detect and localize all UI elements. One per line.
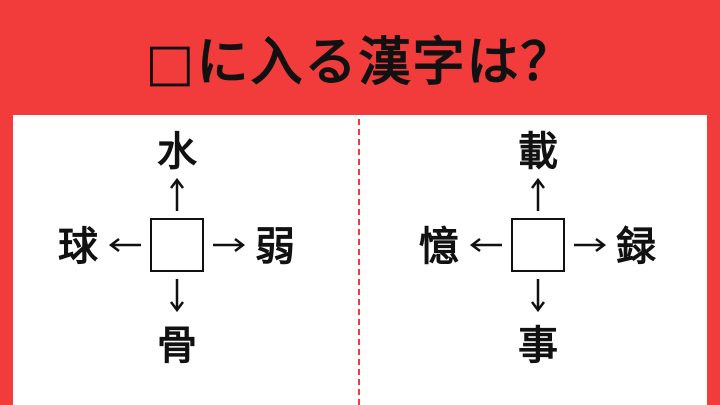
arrow-down-icon	[531, 279, 545, 313]
arrow-right-icon	[213, 238, 245, 252]
puzzle-1: 水 球 弱 骨	[13, 115, 358, 405]
kanji-top: 載	[518, 129, 558, 175]
kanji-right: 録	[616, 224, 656, 270]
arrow-up-icon	[531, 177, 545, 211]
kanji-bottom: 骨	[157, 323, 197, 369]
arrow-right-icon	[574, 238, 606, 252]
puzzle-2: 載 憶 録 事	[360, 115, 705, 405]
arrow-left-icon	[109, 238, 141, 252]
kanji-right: 弱	[255, 224, 295, 270]
kanji-left: 球	[58, 224, 98, 270]
puzzle-panel: 水 球 弱 骨 載 憶 録 事	[13, 115, 707, 405]
arrow-left-icon	[470, 238, 502, 252]
kanji-left: 憶	[419, 224, 459, 270]
dashed-divider	[358, 119, 360, 405]
arrow-down-icon	[170, 279, 184, 313]
blank-square	[511, 218, 565, 272]
blank-square	[150, 218, 204, 272]
arrow-up-icon	[170, 177, 184, 211]
page-title: □に入る漢字は？	[145, 32, 575, 93]
kanji-bottom: 事	[518, 323, 558, 369]
kanji-top: 水	[157, 129, 197, 175]
